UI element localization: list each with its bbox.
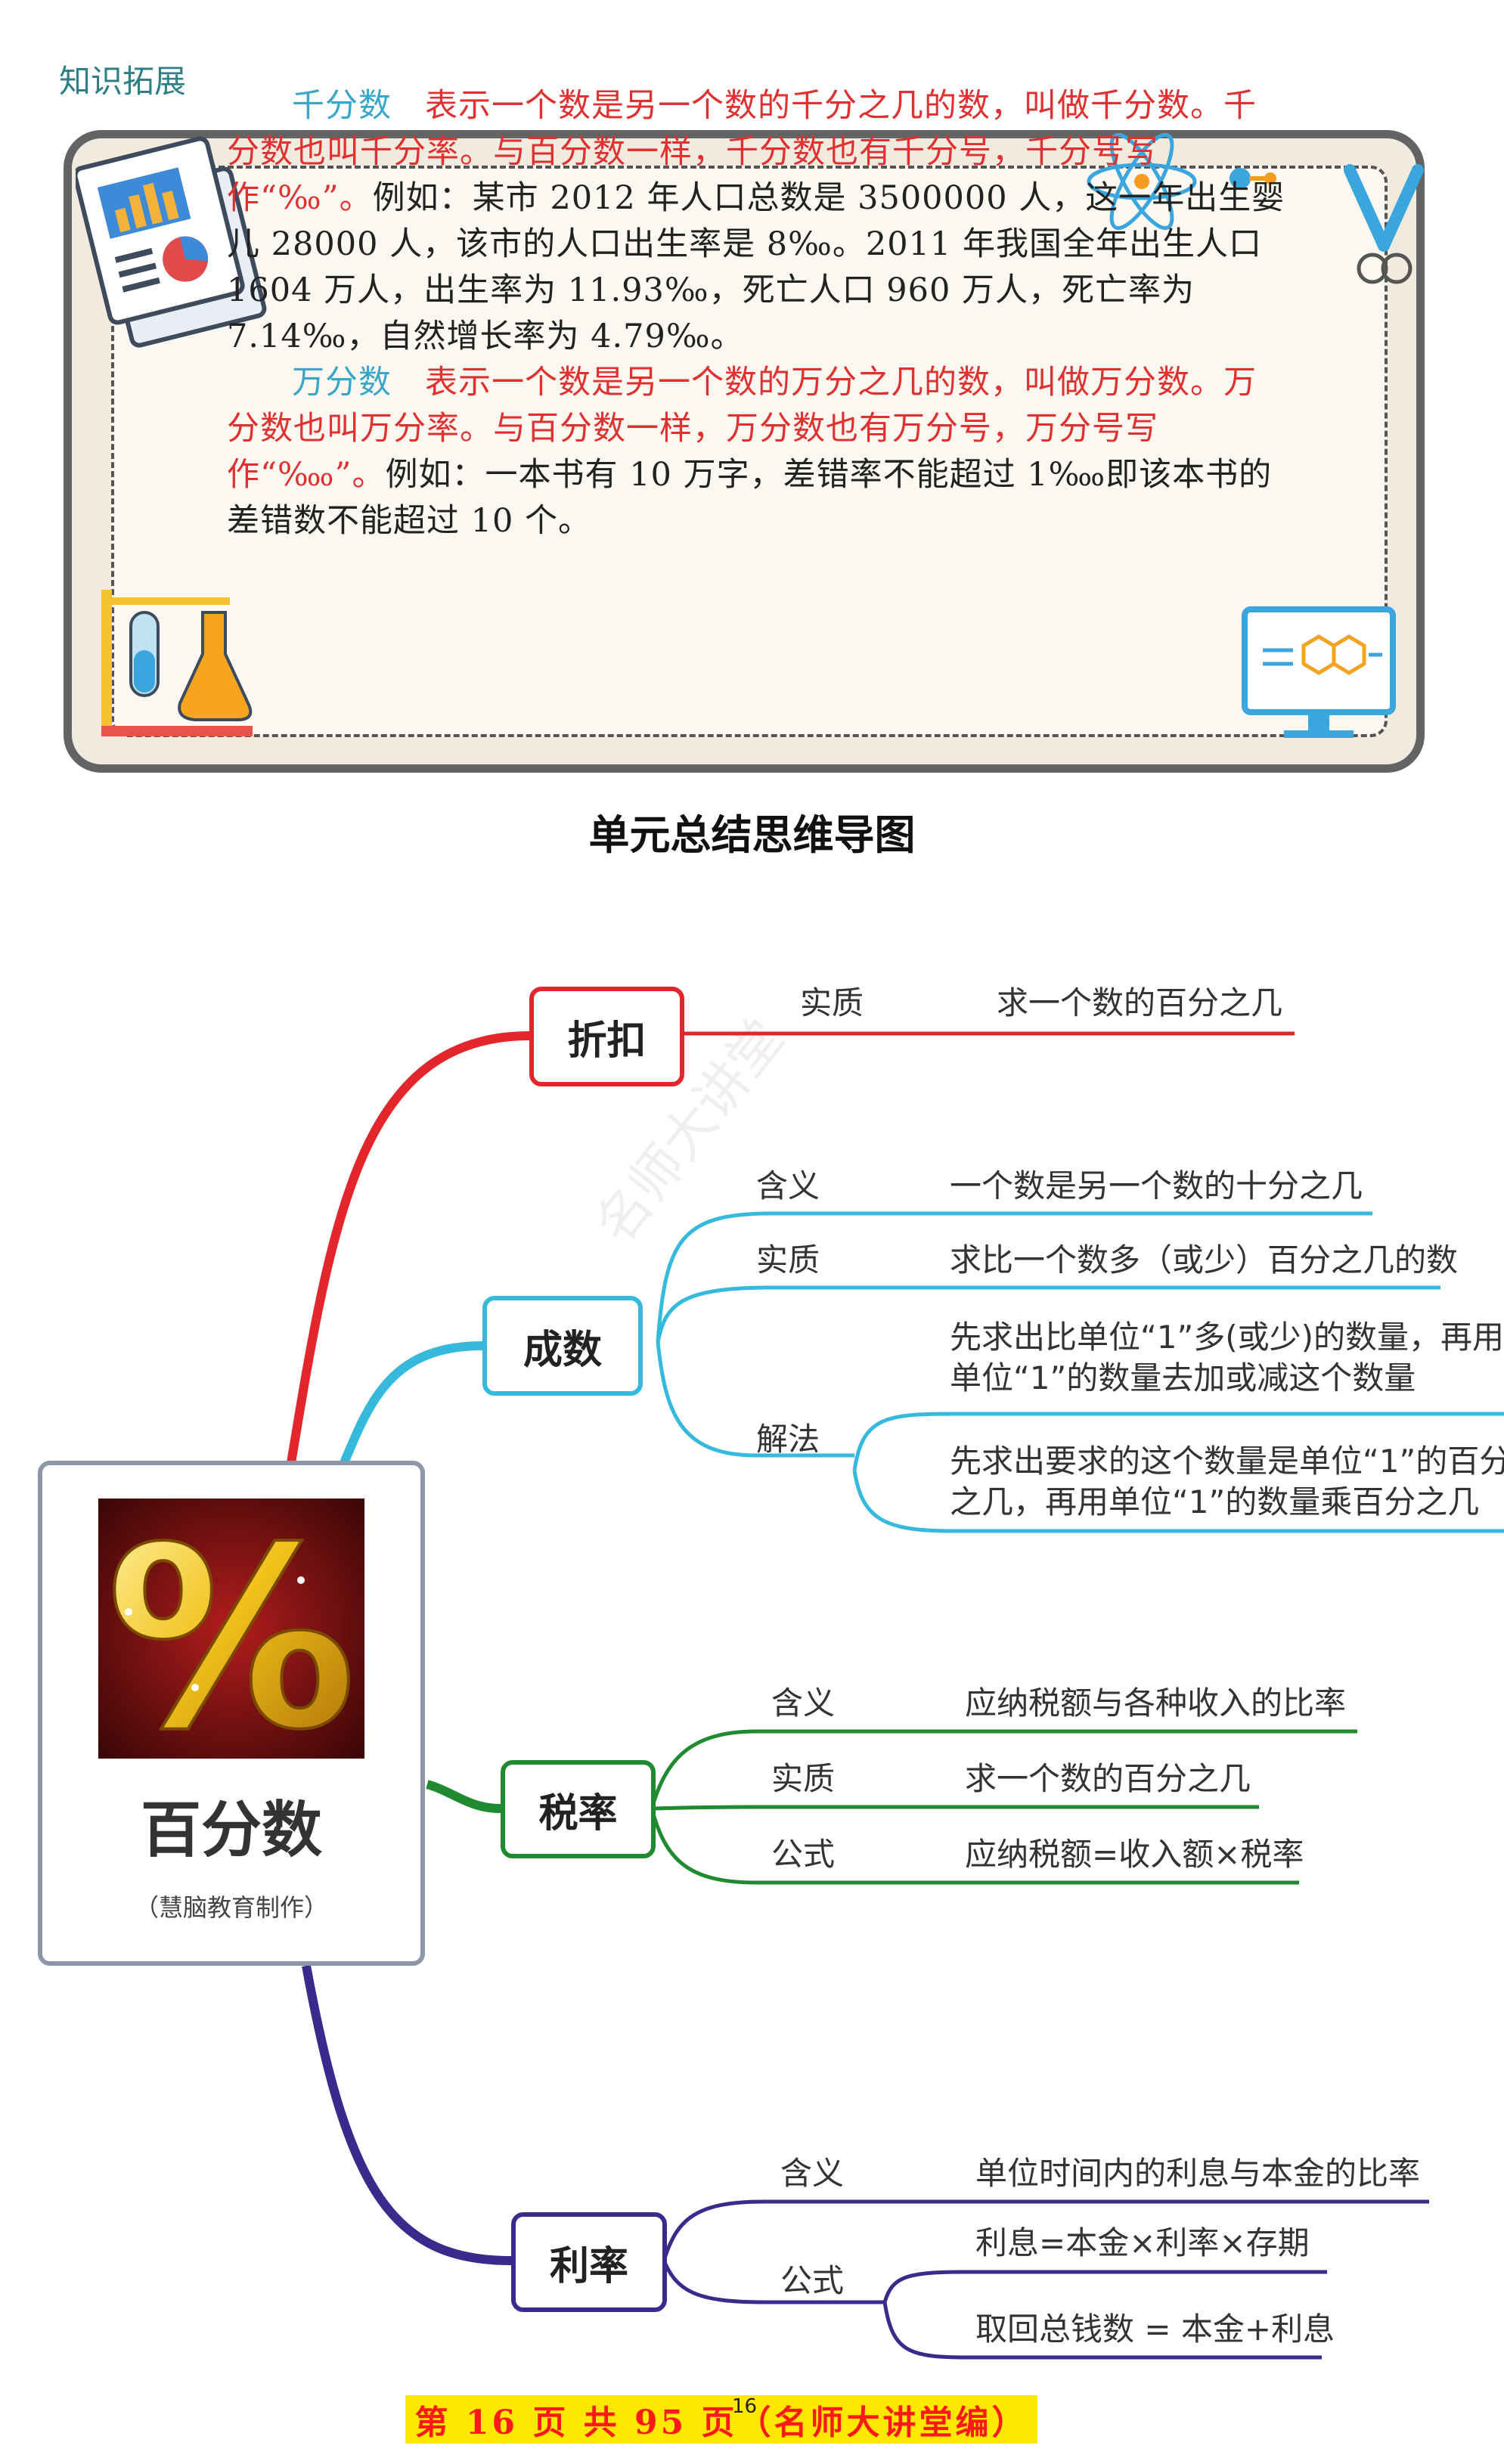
center-title: 百分数 [141,1795,322,1865]
shuilv-text-gongshi: 应纳税额=收入额×税率 [965,1836,1304,1873]
permyriad-paragraph: 万分数 表示一个数是另一个数的万分之几的数，叫做万分数。万分数也叫万分率。与百分… [227,360,1285,544]
chengshu-jiefa-1a: 先求出比单位“1”多(或少)的数量，再用 [950,1319,1504,1356]
percent-icon: % [98,1499,364,1759]
chengshu-jiefa-1b: 单位“1”的数量去加或减这个数量 [950,1359,1416,1396]
lilv-text-hanyi: 单位时间内的利息与本金的比率 [975,2155,1421,2192]
branch-line-lilv [302,1964,512,2265]
permille-example: 例如：某市 2012 年人口总数是 3500000 人，这一年出生婴儿 2800… [227,179,1285,355]
chengshu-label-shizhi: 实质 [756,1241,820,1278]
node-chengshu[interactable]: 成数 [482,1296,643,1396]
shuilv-label-hanyi: 含义 [771,1685,836,1722]
center-card[interactable]: % 百分数 （慧脑教育制作） [38,1461,425,1966]
permyriad-term: 万分数 [292,364,392,401]
node-shuilv[interactable]: 税率 [501,1760,656,1858]
shuilv-label-shizhi: 实质 [771,1760,836,1797]
knowledge-box [64,130,1425,773]
permille-term: 千分数 [292,87,392,125]
permille-definition: 表示一个数是另一个数的千分之几的数，叫做千分数。千分数也叫千分率。与百分数一样，… [227,87,1257,217]
chengshu-jiefa-2a: 先求出要求的这个数量是单位“1”的百分 [950,1443,1504,1480]
shuilv-text-shizhi: 求一个数的百分之几 [965,1760,1251,1797]
node-lilv[interactable]: 利率 [511,2212,667,2312]
chengshu-label-hanyi: 含义 [756,1167,820,1204]
node-zhekou[interactable]: 折扣 [529,987,684,1086]
atom-icon [1087,132,1276,231]
zhekou-label-shizhi: 实质 [800,984,864,1021]
permille-paragraph: 千分数 表示一个数是另一个数的千分之几的数，叫做千分数。千分数也叫千分率。与百分… [227,83,1285,360]
shuilv-text-hanyi: 应纳税额与各种收入的比率 [965,1685,1347,1722]
chengshu-jiefa-2b: 之几，再用单位“1”的数量乘百分之几 [950,1483,1480,1520]
lilv-text-formula-1: 利息=本金×利率×存期 [975,2224,1310,2261]
mindmap-title: 单元总结思维导图 [588,810,916,859]
zhekou-text-shizhi: 求一个数的百分之几 [997,984,1283,1021]
chengshu-text-shizhi: 求比一个数多（或少）百分之几的数 [950,1241,1459,1278]
branch-line-shuilv [426,1780,501,1813]
chengshu-label-jiefa: 解法 [756,1421,820,1458]
knowledge-box-inner [111,166,1388,737]
scissors-icon [1344,164,1424,284]
molecule-monitor-icon [1242,606,1396,738]
knowledge-text: 千分数 表示一个数是另一个数的千分之几的数，叫做千分数。千分数也叫千分率。与百分… [227,83,1285,544]
lilv-label-hanyi: 含义 [780,2155,845,2192]
page-number: 16 [732,2395,758,2418]
page-footer: 第 16 页 共 95 页（名师大讲堂编） [405,2395,1037,2444]
center-subtitle: （慧脑教育制作） [134,1893,328,1922]
shuilv-label-gongshi: 公式 [771,1836,836,1873]
flask-icon [101,590,253,736]
permyriad-example: 例如：一本书有 10 万字，差错率不能超过 1‱即该本书的差错数不能超过 10 … [227,456,1273,540]
lilv-text-formula-2: 取回总钱数 = 本金+利息 [975,2311,1335,2348]
branch-line-chengshu [340,1341,483,1465]
permyriad-definition: 表示一个数是另一个数的万分之几的数，叫做万分数。万分数也叫万分率。与百分数一样，… [227,364,1257,494]
lilv-label-gongshi: 公式 [780,2262,845,2299]
percent-symbol: % [107,1499,357,1759]
chengshu-text-hanyi: 一个数是另一个数的十分之几 [950,1167,1363,1204]
document-chart-icon [76,136,267,348]
section-label: 知识拓展 [59,63,187,100]
branch-line-zhekou [287,1031,530,1464]
